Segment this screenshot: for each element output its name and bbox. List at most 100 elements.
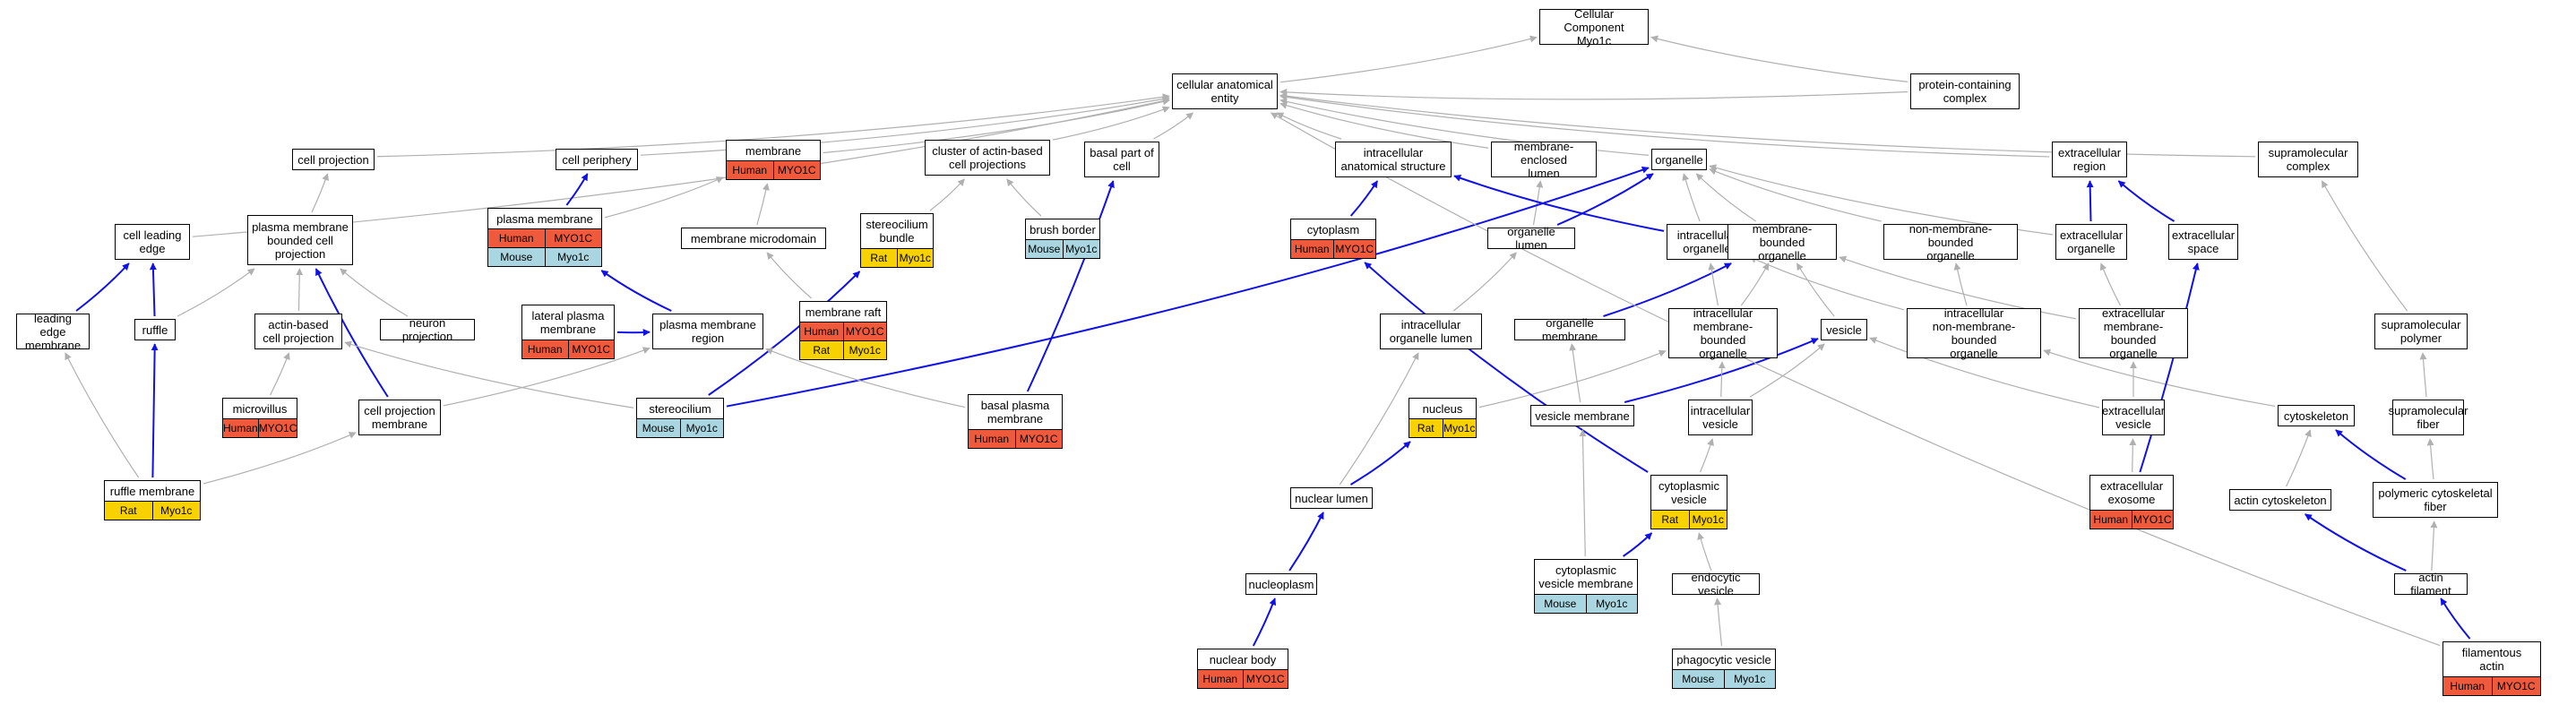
species-badge: Human (488, 229, 545, 247)
node-label: cell projection (297, 152, 369, 167)
edge-is-a-cv-iv (1700, 438, 1714, 473)
node-label: stereocilium bundle (866, 218, 928, 245)
node-label: intracellular anatomical structure (1340, 146, 1446, 173)
gene-badge: MYO1C (772, 161, 820, 179)
edge-is-a-mr-mmd (766, 252, 812, 299)
edge-is-a-exmbo-mbo (1839, 255, 2077, 320)
node-organelle-lumen: organelle lumen (1487, 225, 1575, 252)
species-badge: Human (800, 322, 843, 340)
node-protein-containing-complex: protein-containing complex (1910, 73, 2020, 109)
gene-badge: Myo1c (544, 248, 601, 266)
node-label: actin filament (2410, 571, 2451, 598)
node-label: filamentous actin (2461, 646, 2522, 673)
edge-part-of-om-mbo (1603, 262, 1732, 317)
edge-part-of-ster-org (726, 166, 1650, 408)
node-endocytic-vesicle: endocytic vesicle (1672, 571, 1760, 598)
node-label: intracellular organelle (1676, 228, 1737, 255)
edge-part-of-cv-cyto (1364, 262, 1649, 473)
node-cell-periphery: cell periphery (556, 149, 638, 170)
edge-is-a-nmbo-org (1709, 168, 1882, 222)
gene-badge: Myo1c (679, 419, 723, 437)
node-label: extracellular organelle (2059, 228, 2124, 255)
edge-is-a-fa-cae (1270, 112, 2441, 647)
edge-part-of-bpm-bpc (1026, 180, 1115, 392)
node-label: actin cytoskeleton (2234, 493, 2327, 507)
edge-is-a-cae-cc (1279, 35, 1538, 83)
edge-is-a-ves-mbo (1796, 262, 1835, 317)
node-label: vesicle (1826, 322, 1862, 337)
edge-is-a-mem-cae (823, 98, 1170, 154)
species-badge: Human (1291, 240, 1333, 258)
node-cytoskeleton: cytoskeleton (2278, 405, 2355, 426)
node-label: nucleoplasm (1248, 577, 1314, 591)
edge-part-of-vm-ves (1624, 338, 1819, 403)
node-nucleoplasm: nucleoplasm (1245, 573, 1317, 595)
edge-is-a-csk-inmbo (2043, 348, 2276, 408)
species-badge: Rat (105, 502, 152, 520)
node-extracellular-region: extracellular region (2052, 142, 2127, 177)
node-nuclear-lumen: nuclear lumen (1290, 487, 1373, 509)
node-label: ruffle membrane (109, 484, 195, 498)
edge-is-a-imbo-io (1708, 262, 1719, 306)
node-cell-projection-membrane: cell projection membrane (358, 400, 441, 435)
edge-is-a-exex-exv (2129, 438, 2137, 473)
node-label: cell periphery (562, 152, 632, 167)
edge-part-of-fa-af (2440, 598, 2471, 640)
node-label: intracellular vesicle (1690, 404, 1751, 431)
node-membrane-microdomain: membrane microdomain (681, 228, 826, 249)
node-cluster-of-actin-based-cell-projections: cluster of actin-based cell projections (925, 140, 1050, 176)
node-label: supramolecular complex (2268, 146, 2348, 173)
node-extracellular-membrane-bounded-organelle: extracellular membrane-bounded organelle (2079, 306, 2188, 360)
edge-is-a-ias-cae (1276, 112, 1342, 140)
node-label: extracellular vesicle (2101, 404, 2166, 431)
node-label: polymeric cytoskeletal fiber (2378, 486, 2493, 513)
node-label: cytoskeleton (2283, 408, 2349, 423)
edge-is-a-inmbo-io (1749, 256, 1905, 311)
node-non-membrane-bounded-organelle: non-membrane-bounded organelle (1883, 222, 2018, 262)
edge-is-a-mv-abcp (270, 352, 290, 396)
node-cell-leading-edge: cell leading edge (115, 224, 190, 260)
gene-badge: MYO1C (2131, 511, 2173, 529)
node-cell-projection: cell projection (292, 149, 375, 170)
edge-is-a-iv-ves (1749, 343, 1825, 398)
node-label: stereocilium (649, 401, 711, 416)
edge-part-of-cpm-pmbcp (314, 268, 389, 398)
edge-part-of-lem-cle (75, 262, 130, 312)
node-supramolecular-fiber: supramolecular fiber (2388, 400, 2468, 435)
node-label: phagocytic vesicle (1676, 652, 1771, 666)
node-intracellular-membrane-bounded-organelle: intracellular membrane-bounded organelle (1668, 306, 1778, 360)
edge-is-a-ster-abcp (344, 340, 634, 408)
node-label: supramolecular fiber (2388, 404, 2468, 431)
node-actin-based-cell-projection: actin-based cell projection (254, 314, 342, 349)
species-badge: Human (727, 161, 773, 179)
edge-is-a-pcf-smf (2426, 438, 2434, 480)
species-badge: Mouse (1535, 595, 1586, 613)
edge-is-a-cvm-vm (1579, 429, 1587, 557)
node-label: cytoplasmic vesicle (1658, 479, 1719, 506)
node-label: lateral plasma membrane (531, 309, 605, 336)
edge-is-a-smf-smp (2419, 352, 2427, 398)
node-plasma-membrane-bounded-cell-projection: plasma membrane bounded cell projection (247, 215, 353, 265)
node-label: endocytic vesicle (1691, 571, 1741, 598)
edge-is-a-acsk-csk (2286, 429, 2312, 487)
node-label: membrane-bounded organelle (1752, 221, 1813, 262)
node-extracellular-vesicle: extracellular vesicle (2102, 400, 2165, 435)
node-extracellular-space: extracellular space (2168, 224, 2238, 260)
edge-part-of-ruf-cle (149, 262, 157, 317)
edge-is-a-pm-mem (604, 176, 724, 219)
node-label: cell projection membrane (364, 404, 435, 431)
node-intracellular-non-membrane-bounded-organelle: intracellular non-membrane-bounded organ… (1907, 306, 2041, 360)
edge-part-of-exs-excr (2117, 180, 2175, 222)
